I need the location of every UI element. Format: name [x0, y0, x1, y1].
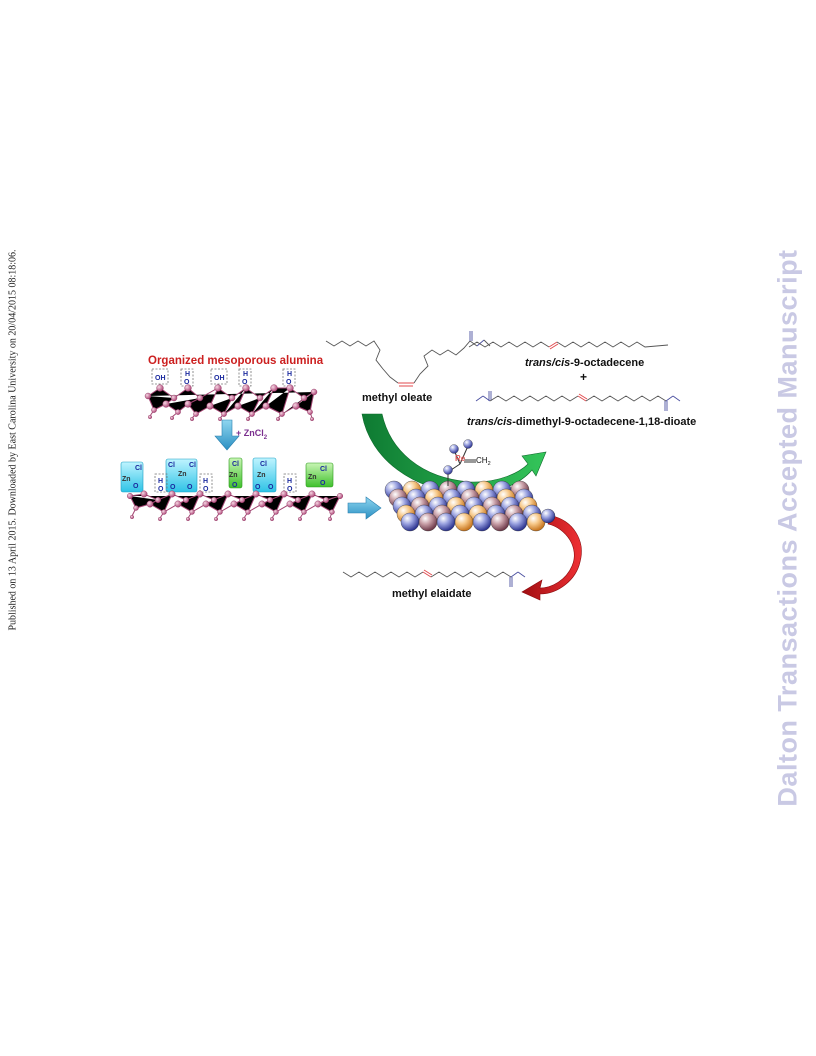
methyl-elaidate-structure [342, 569, 526, 587]
cl-label: Cl [189, 462, 196, 469]
zn-label: Zn [308, 474, 317, 481]
o-label: O [242, 379, 248, 386]
zn-site-box [305, 462, 334, 488]
o-label: O [184, 379, 190, 386]
alumina-atoms-top [144, 384, 318, 422]
methyl-elaidate-label: methyl elaidate [392, 588, 471, 600]
rhenium-active-site: Re CH2 [443, 439, 491, 486]
o-label: O [232, 482, 238, 489]
h-label: H [185, 371, 190, 378]
svg-text:+ ZnCl2: + ZnCl2 [236, 428, 268, 441]
o-label: O [170, 484, 176, 491]
octadecene-label: trans/cis-9-octadecene [525, 357, 644, 369]
dioate-structure [475, 391, 681, 411]
alumina-bonds-top [147, 387, 315, 419]
h-label: H [287, 371, 292, 378]
oh-label: OH [214, 375, 225, 382]
octadecene-italic: trans/cis [525, 357, 570, 369]
methylidene-label: CH [476, 456, 488, 465]
zn-site-box [120, 461, 144, 493]
cl-label: Cl [320, 466, 327, 473]
svg-text:trans/cis-9-octadecene: trans/cis-9-octadecene [525, 357, 644, 369]
cl-label: Cl [260, 461, 267, 468]
catalyst-surface [384, 480, 556, 532]
zn-label: Zn [257, 472, 266, 479]
zncl2-reagent: + ZnCl [236, 428, 264, 438]
h-label: H [243, 371, 248, 378]
o-label: O [320, 480, 326, 487]
h-label: H [158, 478, 163, 485]
dioate-italic: trans/cis [467, 416, 512, 428]
o-label: O [255, 484, 261, 491]
dioate-name: -dimethyl-9-octadecene-1,18-dioate [512, 416, 696, 428]
oh-label: OH [155, 375, 166, 382]
cl-label: Cl [168, 462, 175, 469]
svg-text:trans/cis-dimethyl-9-octadecen: trans/cis-dimethyl-9-octadecene-1,18-dio… [467, 416, 696, 428]
alumina-surface-top: OH H O OH H O H O [144, 368, 318, 422]
methyl-oleate-structure [325, 331, 491, 387]
products-plus-sign: + [580, 370, 587, 384]
zn-label: Zn [122, 476, 131, 483]
zn-label: Zn [229, 472, 238, 479]
zn-site-box [252, 457, 277, 493]
metathesis-green-arrow [361, 413, 547, 495]
o-label: O [287, 486, 293, 493]
o-label: O [133, 483, 139, 490]
alumina-title: Organized mesoporous alumina [148, 355, 324, 367]
methyl-oleate-label: methyl oleate [362, 392, 432, 404]
support-to-catalyst-arrow [347, 496, 382, 520]
zn-site-box [228, 457, 243, 489]
o-label: O [158, 486, 164, 493]
zinc-sites: Cl Zn O H O Cl Cl Zn O O H O Cl Zn O Cl … [120, 457, 334, 493]
zn-site-box [165, 458, 198, 493]
zncl2-subscript: 2 [264, 435, 268, 441]
grafting-down-arrow [214, 419, 240, 451]
rhenium-symbol: Re [455, 454, 466, 463]
octadecene-structure [468, 341, 669, 350]
alumina-surface-modified [126, 490, 344, 522]
o-label: O [268, 484, 274, 491]
o-label: O [187, 484, 193, 491]
h-label: H [287, 478, 292, 485]
svg-text:CH2: CH2 [476, 456, 491, 467]
cl-label: Cl [232, 461, 239, 468]
o-label: O [203, 486, 209, 493]
octadecene-name: -9-octadecene [570, 357, 644, 369]
o-label: O [286, 379, 292, 386]
h-label: H [203, 478, 208, 485]
cl-label: Cl [135, 465, 142, 472]
zn-label: Zn [178, 471, 187, 478]
methylidene-subscript: 2 [488, 461, 491, 467]
